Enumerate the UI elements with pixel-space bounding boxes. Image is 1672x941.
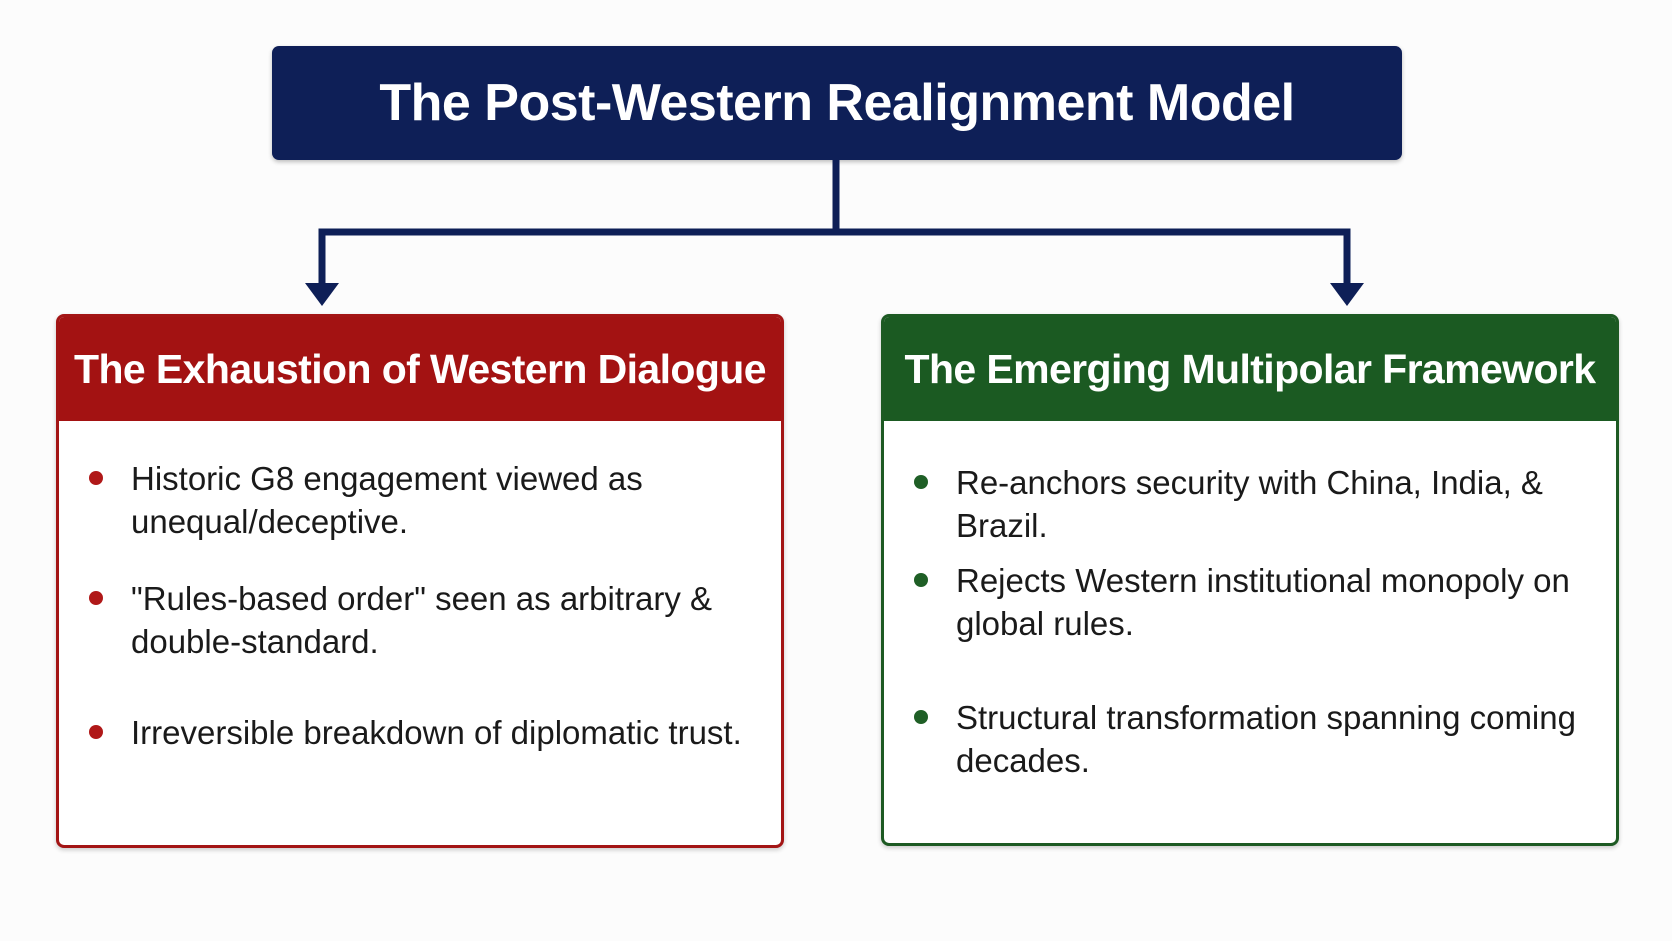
list-item-text: Irreversible breakdown of diplomatic tru… (131, 714, 742, 751)
bullet-icon (89, 471, 103, 485)
panel-left-heading: The Exhaustion of Western Dialogue (59, 317, 781, 421)
bullet-icon (89, 725, 103, 739)
bullet-icon (89, 591, 103, 605)
bullet-icon (914, 475, 928, 489)
list-item-text: Historic G8 engagement viewed as unequal… (131, 460, 643, 540)
list-item-text: Rejects Western institutional monopoly o… (956, 562, 1570, 642)
bullet-icon (914, 710, 928, 724)
panel-multipolar-framework: The Emerging Multipolar Framework Re-anc… (881, 314, 1619, 846)
diagram-title-box: The Post-Western Realignment Model (272, 46, 1402, 160)
list-item-text: Structural transformation spanning comin… (956, 699, 1576, 779)
diagram-title: The Post-Western Realignment Model (379, 74, 1295, 132)
arrowhead-right-icon (1330, 283, 1364, 306)
panel-right-heading: The Emerging Multipolar Framework (884, 317, 1616, 421)
arrowhead-left-icon (305, 283, 339, 306)
panel-western-dialogue: The Exhaustion of Western Dialogue Histo… (56, 314, 784, 848)
bullet-icon (914, 573, 928, 587)
list-item-text: Re-anchors security with China, India, &… (956, 464, 1543, 544)
list-item-text: "Rules-based order" seen as arbitrary & … (131, 580, 713, 660)
